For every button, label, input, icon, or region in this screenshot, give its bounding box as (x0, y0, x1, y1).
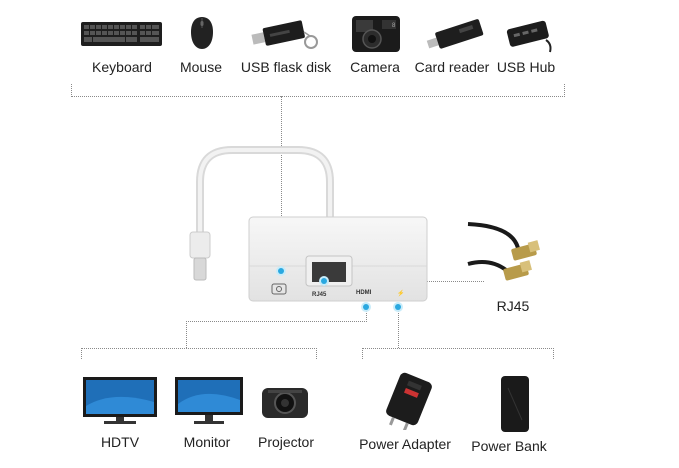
port-label-hdmi: HDMI (356, 290, 372, 296)
rj45-port-indicator (321, 278, 327, 284)
device-label-mouse: Mouse (179, 59, 223, 75)
keyboard-icon (80, 20, 163, 48)
device-label-card-reader: Card reader (414, 59, 490, 75)
port-label-power: ⚡ (397, 291, 405, 297)
device-label-camera: Camera (350, 59, 400, 75)
power-port-indicator (395, 304, 401, 310)
top-to-usb-port-line (281, 96, 282, 270)
power-line (398, 307, 399, 348)
bottom-left-bracket-line (81, 348, 317, 359)
tv-icon (82, 376, 158, 426)
device-label-power-adapter: Power Adapter (359, 436, 451, 452)
device-label-keyboard: Keyboard (92, 59, 152, 75)
bottom-right-bracket-line (362, 348, 554, 359)
card-reader-icon (420, 16, 488, 52)
device-label-usb-flash-disk: USB flask disk (240, 59, 332, 75)
hdmi-port-indicator (363, 304, 369, 310)
power-bank-icon (498, 374, 532, 434)
camera-icon: 8 (350, 14, 402, 54)
ethernet-cable-icon (462, 218, 544, 294)
svg-text:8: 8 (392, 23, 396, 29)
top-bracket-line (71, 84, 565, 97)
power-adapter-icon (376, 368, 442, 432)
device-label-hdtv: HDTV (100, 434, 140, 450)
device-label-usb-hub: USB Hub (496, 59, 556, 75)
monitor-icon (174, 376, 244, 426)
port-label-rj45: RJ45 (312, 292, 327, 298)
lightning-cable (180, 144, 340, 294)
device-label-monitor: Monitor (183, 434, 231, 450)
device-label-power-bank: Power Bank (471, 438, 547, 454)
hdmi-drop-line (186, 321, 187, 348)
hdmi-line (186, 307, 367, 322)
usb-hub-icon (506, 14, 556, 54)
usb-port-indicator (278, 268, 284, 274)
adapter-body (248, 216, 428, 302)
rj45-cable-label: RJ45 (496, 298, 530, 314)
usb-flash-drive-icon (248, 14, 320, 54)
projector-icon (260, 382, 310, 422)
device-label-projector: Projector (257, 434, 315, 450)
mouse-icon (189, 16, 215, 50)
